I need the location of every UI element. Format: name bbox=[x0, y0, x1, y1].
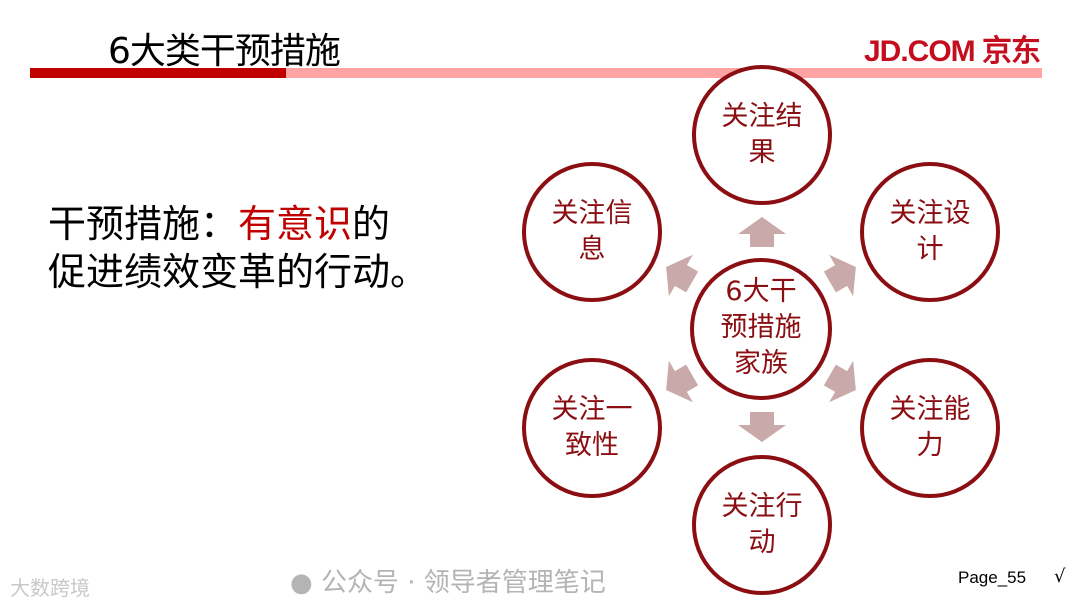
node-bottom: 关注行动 bbox=[702, 489, 822, 561]
node-line: 关注信 bbox=[551, 198, 633, 229]
arrow-upper-left bbox=[666, 254, 699, 297]
arrow-lower-left bbox=[666, 360, 699, 403]
node-circle-lower-right bbox=[860, 358, 1000, 498]
node-line: 息 bbox=[578, 234, 606, 265]
center-label: 6大干 预措施 家族 bbox=[701, 274, 821, 382]
node-line: 关注行 bbox=[721, 491, 803, 522]
node-lower-right: 关注能力 bbox=[870, 392, 990, 464]
wechat-icon: ● bbox=[290, 568, 313, 598]
definition-prefix: 干预措施： bbox=[48, 202, 239, 246]
node-circle-upper-right bbox=[860, 162, 1000, 302]
node-line: 果 bbox=[748, 137, 776, 168]
node-circle-upper-left bbox=[522, 162, 662, 302]
arrow-up bbox=[738, 217, 786, 247]
node-circle-top bbox=[692, 65, 832, 205]
node-upper-right: 关注设计 bbox=[870, 196, 990, 268]
node-line: 关注一 bbox=[551, 394, 633, 425]
node-circle-bottom bbox=[692, 455, 832, 595]
jd-logo: JD.COM 京东 bbox=[863, 35, 1041, 68]
arrow-upper-right bbox=[823, 254, 856, 297]
node-line: 力 bbox=[916, 430, 944, 461]
definition-line2: 促进绩效变革的行动。 bbox=[48, 250, 429, 294]
node-line: 关注结 bbox=[721, 101, 803, 132]
node-circle-lower-left bbox=[522, 358, 662, 498]
wechat-watermark: ● 公众号 · 领导者管理笔记 bbox=[290, 568, 606, 598]
definition-highlight: 有意识 bbox=[238, 202, 353, 246]
title-bar bbox=[286, 68, 1042, 78]
definition-text: 干预措施：有意识的 促进绩效变革的行动。 bbox=[48, 200, 428, 296]
node-line: 计 bbox=[916, 234, 944, 265]
page-number: Page_55 bbox=[958, 568, 1027, 587]
node-line: 致性 bbox=[565, 430, 619, 461]
center-line: 6大干 bbox=[725, 276, 797, 307]
node-upper-left: 关注信息 bbox=[532, 196, 652, 268]
node-lower-left: 关注一致性 bbox=[532, 392, 652, 464]
title-bar-accent bbox=[30, 68, 286, 78]
node-line: 关注设 bbox=[889, 198, 971, 229]
node-top: 关注结果 bbox=[702, 99, 822, 171]
page-title: 6大类干预措施 bbox=[108, 31, 341, 72]
corner-watermark: 大数跨境 bbox=[10, 576, 90, 600]
definition-suffix: 的 bbox=[352, 202, 391, 246]
center-line: 家族 bbox=[734, 348, 788, 379]
watermark-text: 公众号 · 领导者管理笔记 bbox=[320, 568, 606, 598]
node-line: 动 bbox=[748, 527, 776, 558]
center-line: 预措施 bbox=[720, 312, 802, 343]
check-mark: √ bbox=[1054, 566, 1066, 587]
arrow-lower-right bbox=[823, 360, 856, 403]
center-circle bbox=[690, 258, 832, 400]
node-line: 关注能 bbox=[889, 394, 971, 425]
arrow-down bbox=[738, 412, 786, 442]
